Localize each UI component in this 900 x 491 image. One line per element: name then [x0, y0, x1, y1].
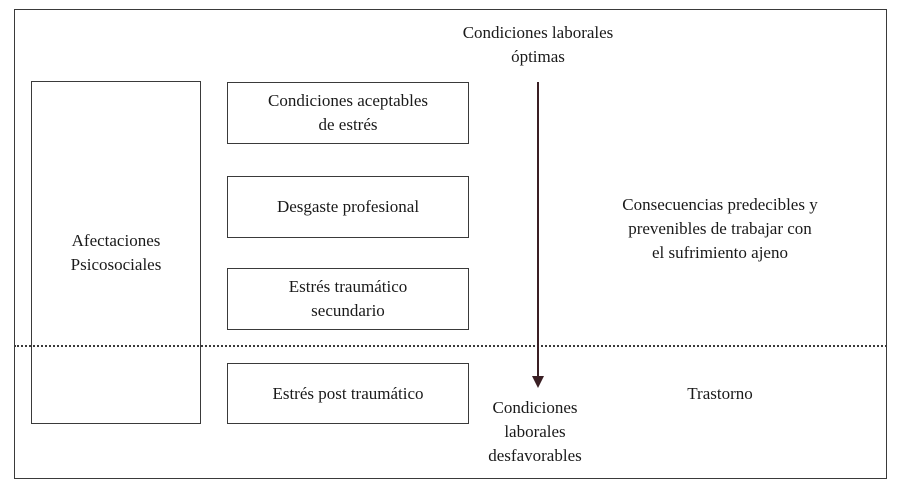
- psychosocial-effects-box: Afectaciones Psicosociales: [31, 81, 201, 424]
- optimal-conditions-label: Condiciones laborales óptimas: [462, 23, 614, 66]
- burnout-box: Desgaste profesional: [227, 176, 469, 238]
- consequences-label: Consecuencias predecibles y prevenibles …: [622, 195, 818, 262]
- arrow-head: [532, 376, 544, 388]
- threshold-dotted-line: [14, 345, 887, 347]
- ptsd-box: Estrés post traumático: [227, 363, 469, 424]
- secondary-traumatic-stress-box: Estrés traumático secundario: [227, 268, 469, 330]
- diagram-frame: [14, 9, 887, 479]
- disorder-label: Trastorno: [687, 384, 753, 403]
- acceptable-stress-box: Condiciones aceptables de estrés: [227, 82, 469, 144]
- unfavorable-conditions-label: Condiciones laborales desfavorables: [488, 398, 582, 465]
